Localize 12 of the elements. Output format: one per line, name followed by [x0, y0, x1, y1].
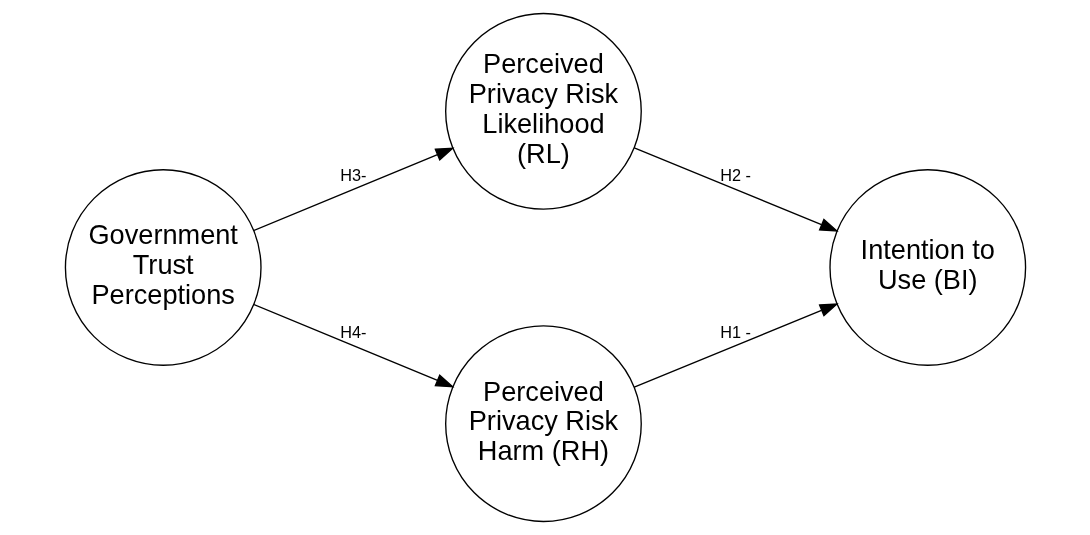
arrow — [252, 303, 455, 388]
edge-label: H1 - — [719, 322, 751, 341]
node-circle: Intention to Use (BI) — [828, 169, 1026, 366]
node-circle: Perceived Privacy Risk Likelihood (RL) — [444, 12, 642, 210]
edge-label: H3- — [339, 166, 366, 185]
arrow — [633, 147, 839, 232]
arrow — [633, 303, 839, 388]
node-circle: Government Trust Perceptions — [64, 169, 262, 366]
node-circle: Perceived Privacy Risk Harm (RH) — [444, 325, 642, 523]
edge-label: H2 - — [719, 166, 751, 185]
arrow — [252, 147, 455, 232]
edge-label: H4- — [339, 322, 366, 341]
